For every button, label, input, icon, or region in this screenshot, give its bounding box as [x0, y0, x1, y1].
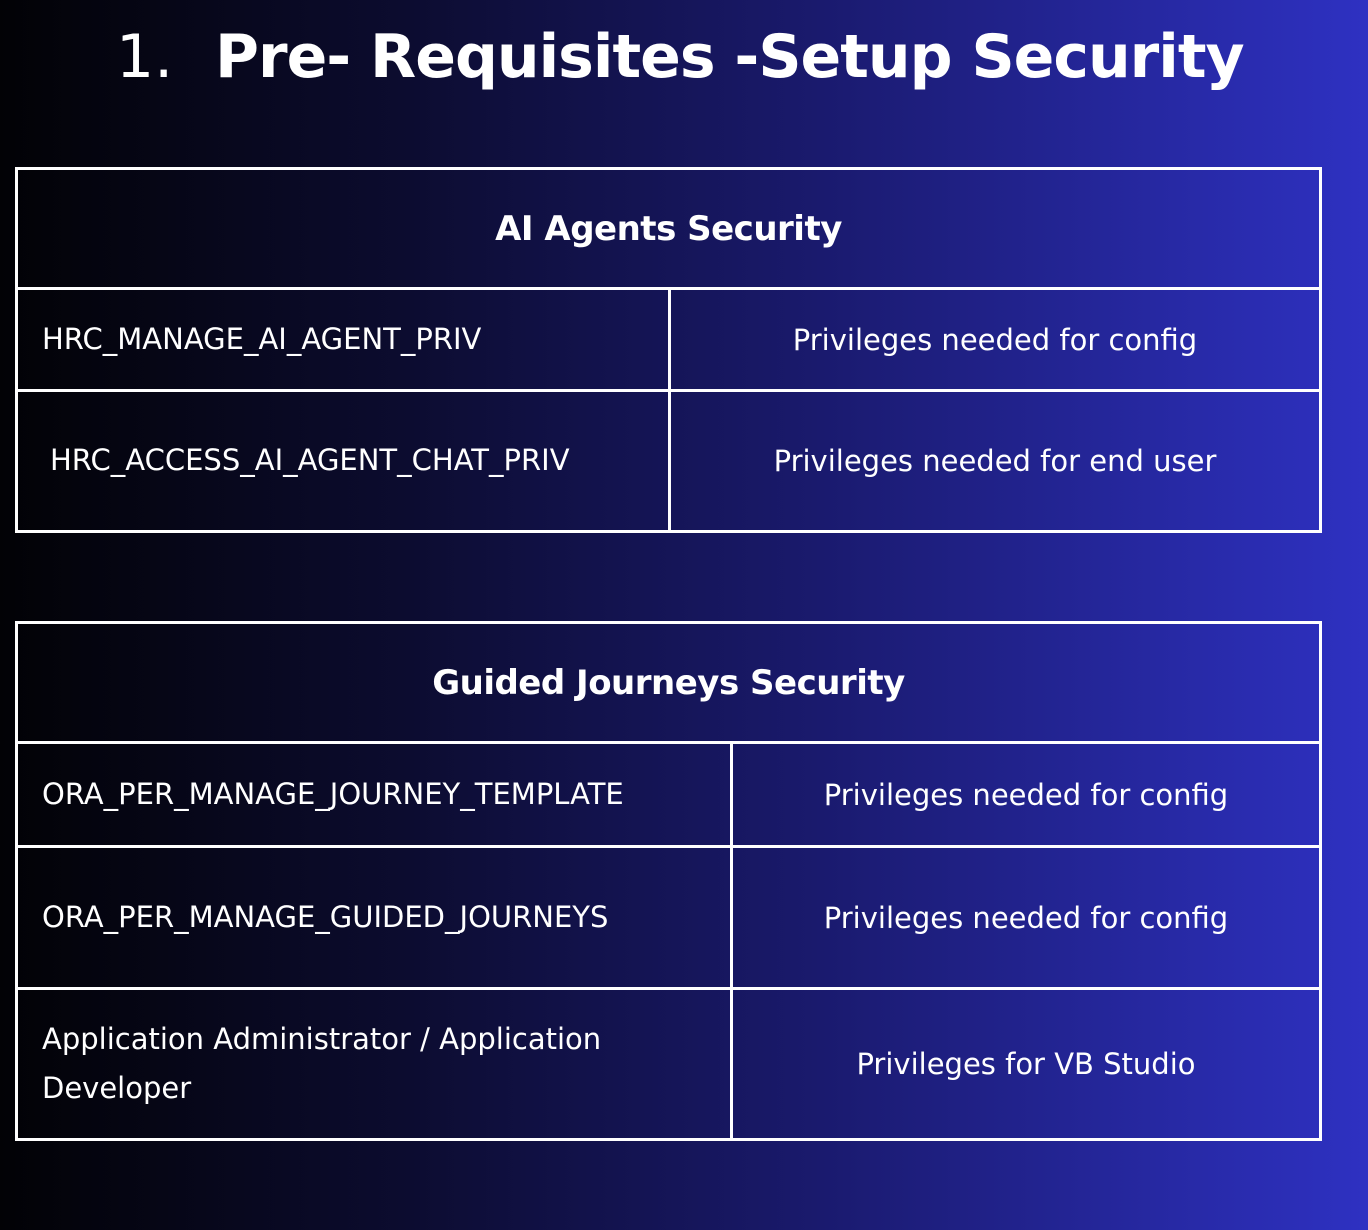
table-row: HRC_MANAGE_AI_AGENT_PRIV Privileges need… [18, 290, 1319, 392]
privilege-description: Privileges needed for config [823, 900, 1229, 935]
ai-agents-security-table: AI Agents Security HRC_MANAGE_AI_AGENT_P… [15, 167, 1322, 533]
privilege-description: Privileges needed for config [823, 777, 1229, 812]
title-text: Pre- Requisites -Setup Security [215, 22, 1245, 92]
privilege-description: Privileges needed for config [792, 322, 1198, 357]
privilege-name: ORA_PER_MANAGE_JOURNEY_TEMPLATE [18, 744, 733, 845]
table-row: ORA_PER_MANAGE_JOURNEY_TEMPLATE Privileg… [18, 744, 1319, 848]
privilege-name: Application Administrator / Application … [18, 990, 733, 1138]
privilege-description: Privileges for VB Studio [856, 1047, 1196, 1081]
table-header: AI Agents Security [18, 170, 1319, 290]
title-number: 1. [116, 22, 174, 92]
privilege-name: ORA_PER_MANAGE_GUIDED_JOURNEYS [18, 848, 733, 987]
privilege-name: HRC_ACCESS_AI_AGENT_CHAT_PRIV [18, 392, 671, 530]
table-row: ORA_PER_MANAGE_GUIDED_JOURNEYS Privilege… [18, 848, 1319, 990]
guided-journeys-security-table: Guided Journeys Security ORA_PER_MANAGE_… [15, 621, 1322, 1141]
table-header: Guided Journeys Security [18, 624, 1319, 744]
privilege-name: HRC_MANAGE_AI_AGENT_PRIV [18, 290, 671, 389]
table-row: Application Administrator / Application … [18, 990, 1319, 1138]
privilege-description: Privileges needed for end user [773, 444, 1217, 478]
table-row: HRC_ACCESS_AI_AGENT_CHAT_PRIV Privileges… [18, 392, 1319, 530]
page-title: 1. Pre- Requisites -Setup Security [0, 22, 1368, 112]
